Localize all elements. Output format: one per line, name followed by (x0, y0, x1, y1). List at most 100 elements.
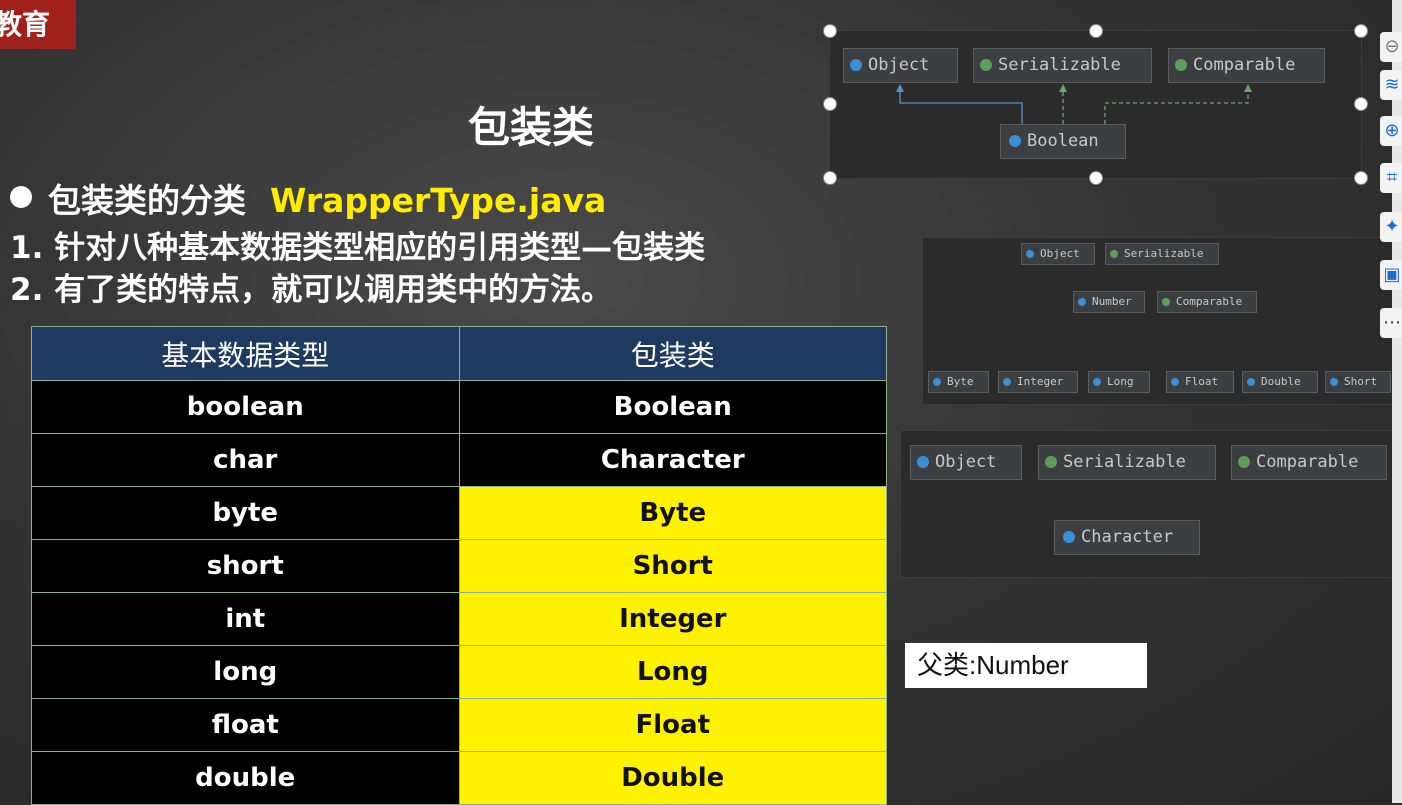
node-long[interactable]: Long (1088, 371, 1150, 393)
point-2: 2. 有了类的特点，就可以调用类中的方法。 (10, 272, 613, 308)
node-comparable[interactable]: Comparable (1231, 445, 1387, 480)
interface-icon (1238, 456, 1250, 468)
node-serializable[interactable]: Serializable (973, 48, 1152, 83)
node-double[interactable]: Double (1242, 371, 1318, 393)
class-icon (917, 456, 929, 468)
node-serializable[interactable]: Serializable (1105, 243, 1219, 265)
primitive-type-cell: float (31, 698, 460, 752)
primitive-type-cell: int (31, 592, 460, 646)
resize-handle[interactable] (1354, 171, 1368, 185)
node-object[interactable]: Object (1021, 243, 1095, 265)
node-integer[interactable]: Integer (998, 371, 1078, 393)
bullet-file-name: WrapperType.java (270, 181, 607, 220)
class-icon (1330, 378, 1338, 386)
node-short[interactable]: Short (1325, 371, 1391, 393)
bullet-label: 包装类的分类 (48, 181, 246, 220)
bullet-dot-icon (10, 186, 32, 208)
interface-icon (1162, 298, 1170, 306)
node-label: Comparable (1176, 295, 1243, 308)
bullet-heading: 包装类的分类 WrapperType.java (10, 174, 606, 222)
resize-handle[interactable] (823, 97, 837, 111)
close-icon[interactable]: ⊖ (1380, 32, 1402, 62)
node-label: Byte (947, 375, 974, 388)
class-icon (1093, 378, 1101, 386)
image-icon[interactable]: ▣ (1380, 260, 1402, 290)
side-toolbar (1392, 0, 1402, 803)
wrapper-class-cell: Character (458, 433, 887, 487)
class-icon (933, 378, 941, 386)
node-label: Object (1040, 247, 1080, 260)
zoom-in-icon[interactable]: ⊕ (1380, 116, 1402, 146)
more-icon[interactable]: ⋯ (1380, 308, 1402, 338)
slide-title: 包装类 (468, 103, 595, 152)
node-number[interactable]: Number (1073, 291, 1145, 313)
lightbulb-icon[interactable]: ✦ (1380, 212, 1402, 242)
class-icon (1009, 135, 1021, 147)
wrapper-class-cell: Float (458, 698, 887, 752)
primitive-type-cell: boolean (31, 380, 460, 434)
brand-logo: 教育 (0, 0, 76, 49)
crop-icon[interactable]: ⌗ (1380, 163, 1402, 193)
resize-handle[interactable] (1089, 171, 1103, 185)
header-primitive: 基本数据类型 (31, 326, 460, 381)
class-icon (1171, 378, 1179, 386)
class-icon (1063, 531, 1075, 543)
interface-icon (1175, 59, 1187, 71)
node-label: Object (868, 55, 930, 75)
node-serializable[interactable]: Serializable (1038, 445, 1216, 480)
node-label: Integer (1017, 375, 1064, 388)
node-label: Character (1081, 527, 1174, 547)
wrapper-class-cell: Integer (458, 592, 887, 646)
point-1: 1. 针对八种基本数据类型相应的引用类型—包装类 (10, 230, 706, 266)
node-label: Comparable (1193, 55, 1296, 75)
interface-icon (1110, 250, 1118, 258)
node-label: Boolean (1027, 131, 1099, 151)
wrapper-class-cell: Long (458, 645, 887, 699)
class-icon (1003, 378, 1011, 386)
primitive-type-cell: double (31, 751, 460, 805)
header-wrapper: 包装类 (458, 326, 887, 381)
node-float[interactable]: Float (1166, 371, 1234, 393)
resize-handle[interactable] (1354, 24, 1368, 38)
resize-handle[interactable] (1354, 97, 1368, 111)
node-byte[interactable]: Byte (928, 371, 989, 393)
resize-handle[interactable] (1089, 24, 1103, 38)
node-character[interactable]: Character (1054, 520, 1200, 555)
interface-icon (1045, 456, 1057, 468)
node-label: Double (1261, 375, 1301, 388)
node-label: Comparable (1256, 452, 1359, 472)
node-object[interactable]: Object (843, 48, 958, 83)
primitive-type-cell: byte (31, 486, 460, 540)
node-label: Float (1185, 375, 1219, 388)
node-comparable[interactable]: Comparable (1157, 291, 1257, 313)
node-label: Serializable (1124, 247, 1204, 260)
wrapper-class-cell: Short (458, 539, 887, 593)
node-label: Short (1344, 375, 1378, 388)
node-boolean[interactable]: Boolean (1000, 124, 1126, 159)
resize-handle[interactable] (823, 171, 837, 185)
node-object[interactable]: Object (910, 445, 1022, 480)
node-label: Serializable (1063, 452, 1186, 472)
node-label: Long (1107, 375, 1134, 388)
node-label: Serializable (998, 55, 1121, 75)
note-parent-class: 父类:Number (905, 643, 1147, 688)
primitive-type-cell: char (31, 433, 460, 487)
primitive-type-cell: long (31, 645, 460, 699)
node-label: Object (935, 452, 997, 472)
layers-icon[interactable]: ≋ (1380, 70, 1402, 100)
primitive-type-cell: short (31, 539, 460, 593)
resize-handle[interactable] (823, 24, 837, 38)
class-icon (1026, 250, 1034, 258)
class-icon (1078, 298, 1086, 306)
table-header-row: 基本数据类型 包装类 (31, 326, 887, 381)
node-comparable[interactable]: Comparable (1168, 48, 1325, 83)
